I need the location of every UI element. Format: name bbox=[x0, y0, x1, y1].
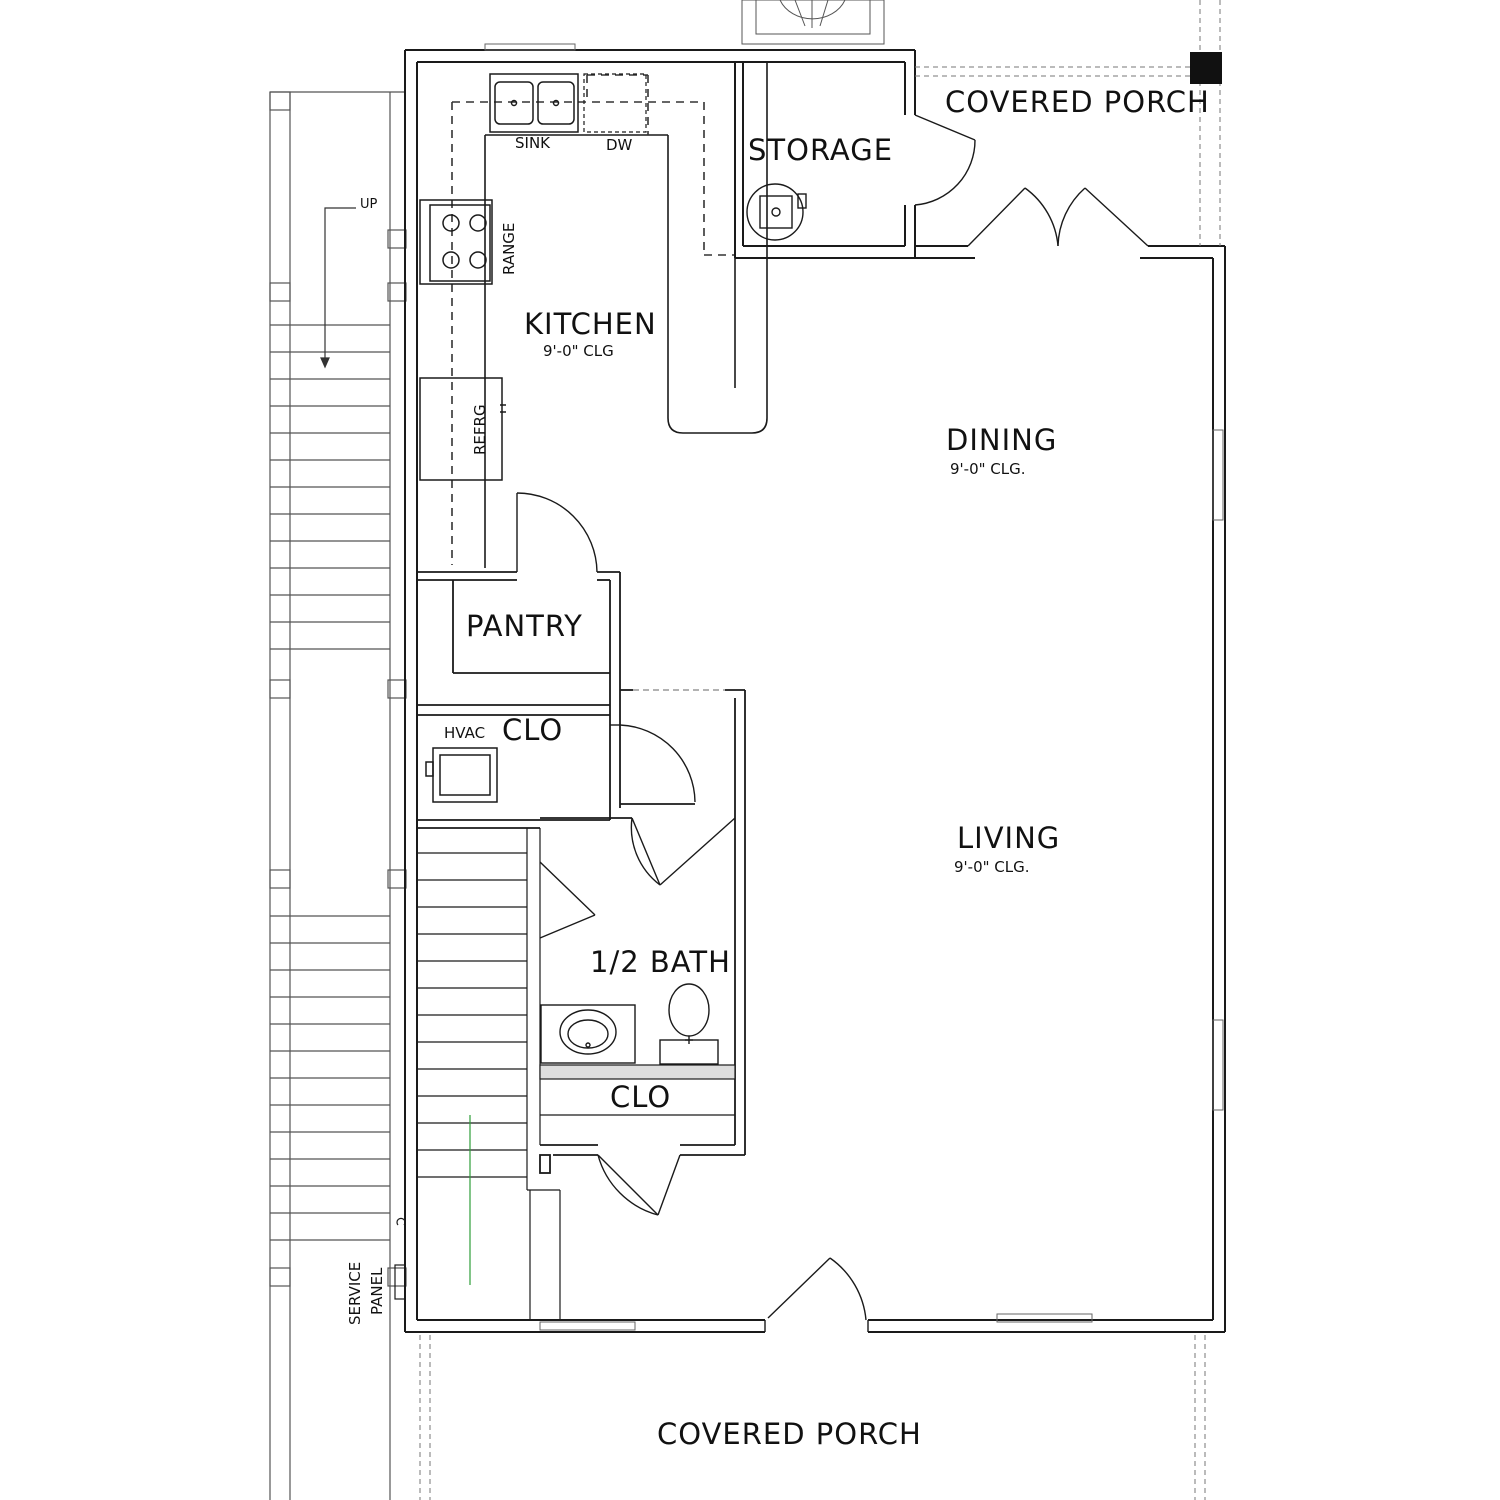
panel-label: PANEL bbox=[368, 1267, 386, 1315]
dw-label: DW bbox=[606, 136, 633, 154]
hvac-closet-walls bbox=[417, 689, 746, 1155]
porch-post bbox=[1190, 52, 1222, 84]
hvac-label: HVAC bbox=[444, 724, 485, 742]
kitchen-label: KITCHEN bbox=[524, 307, 657, 341]
service-label: SERVICE bbox=[346, 1262, 364, 1325]
bath-closet-shelf bbox=[539, 1064, 736, 1116]
dining-ceiling-label: 9'-0" CLG. bbox=[950, 460, 1026, 478]
lavatory-icon bbox=[540, 1004, 636, 1064]
stair-closet-door bbox=[539, 861, 596, 939]
water-heater-icon bbox=[746, 183, 807, 241]
covered-porch-top-outline bbox=[915, 0, 1221, 246]
hvac-door bbox=[610, 724, 696, 803]
sink-icon bbox=[489, 73, 579, 133]
storage-door bbox=[914, 114, 976, 206]
storage-walls bbox=[734, 62, 905, 259]
covered-porch-bottom-label: COVERED PORCH bbox=[657, 1417, 922, 1451]
bath-door bbox=[630, 817, 736, 886]
refrg-label: REFRG bbox=[471, 404, 489, 455]
bath-closet-door bbox=[597, 1154, 681, 1216]
bath-clo-label: CLO bbox=[610, 1080, 671, 1114]
living-label: LIVING bbox=[957, 821, 1060, 855]
chimney-vent bbox=[741, 0, 885, 45]
half-bath-walls bbox=[539, 817, 745, 1174]
hvac-clo-label: CLO bbox=[502, 713, 563, 747]
half-bath-label: 1/2 BATH bbox=[590, 945, 731, 979]
kitchen-ceiling-label: 9'-0" CLG bbox=[543, 342, 614, 360]
windows bbox=[484, 43, 1224, 1331]
living-ceiling-label: 9'-0" CLG. bbox=[954, 858, 1030, 876]
range-label: RANGE bbox=[500, 223, 518, 275]
toilet-icon bbox=[659, 983, 719, 1065]
up-label: UP bbox=[360, 197, 378, 212]
hvac-unit-icon bbox=[425, 747, 498, 803]
dining-french-doors bbox=[967, 187, 1149, 247]
exterior-walls bbox=[404, 49, 1226, 1333]
service-panel-icon bbox=[394, 1217, 406, 1300]
refrigerator-icon bbox=[419, 377, 506, 481]
pantry-label: PANTRY bbox=[466, 609, 583, 643]
covered-porch-bottom-outline bbox=[419, 1335, 1206, 1500]
sink-label: SINK bbox=[515, 134, 551, 152]
storage-label: STORAGE bbox=[748, 133, 893, 167]
dining-label: DINING bbox=[946, 423, 1057, 457]
front-door bbox=[764, 1257, 869, 1332]
dishwasher-icon bbox=[583, 73, 647, 133]
covered-porch-top-label: COVERED PORCH bbox=[945, 85, 1210, 119]
interior-stair bbox=[417, 828, 561, 1320]
pantry-walls bbox=[417, 571, 621, 716]
range-icon bbox=[419, 199, 493, 285]
up-arrow-icon bbox=[320, 207, 356, 369]
pantry-door bbox=[516, 492, 598, 573]
